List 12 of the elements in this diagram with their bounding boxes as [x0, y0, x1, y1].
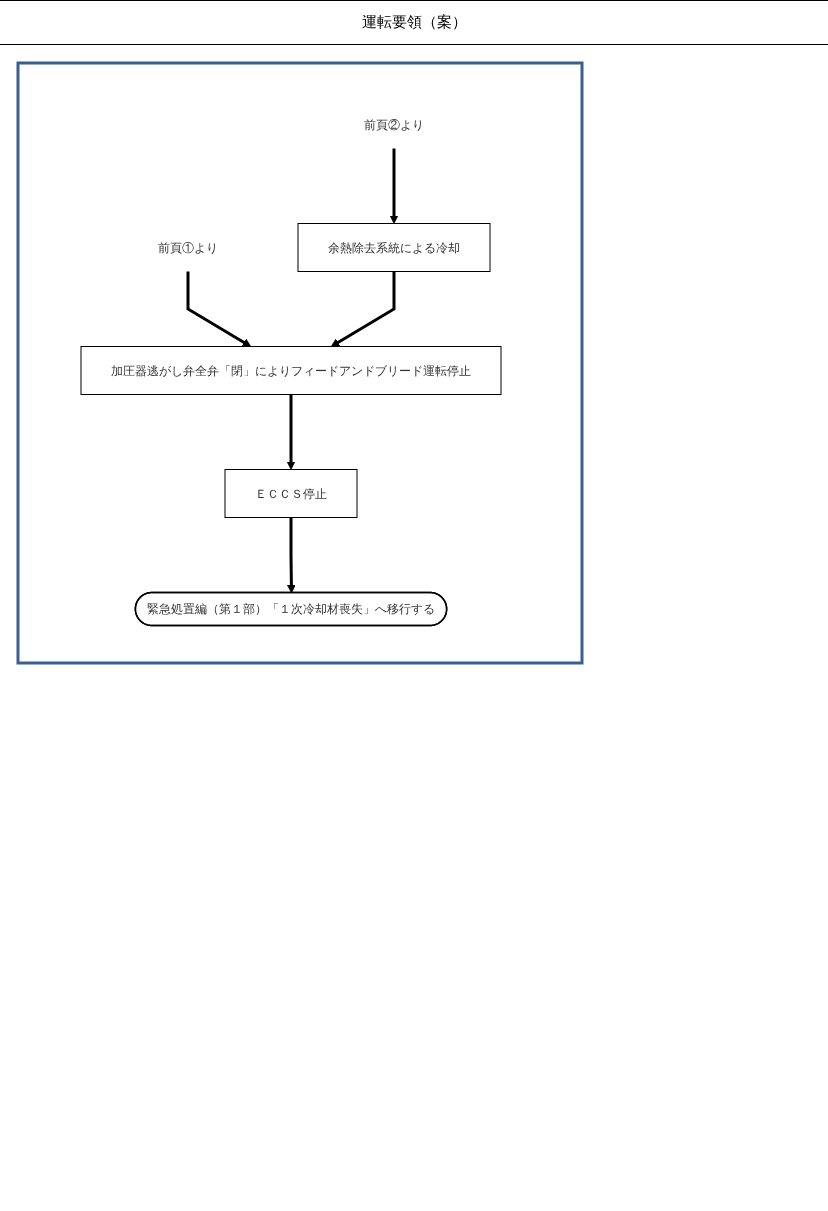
page-title: 運転要領（案）	[0, 0, 828, 45]
node-text: 前頁①より	[158, 240, 218, 255]
node-box: 余熱除去系統による冷却	[297, 223, 491, 272]
arrow	[389, 148, 399, 224]
arrow	[286, 394, 296, 470]
arrow	[186, 271, 252, 347]
cluster	[16, 61, 584, 665]
node-text: 前頁②より	[364, 117, 424, 132]
node-box: 加圧器逃がし弁全弁「閉」によりフィードアンドブリード運転停止	[80, 346, 502, 395]
arrow	[287, 517, 296, 594]
node-box: ＥＣＣＳ停止	[224, 469, 358, 518]
arrow	[330, 271, 396, 347]
